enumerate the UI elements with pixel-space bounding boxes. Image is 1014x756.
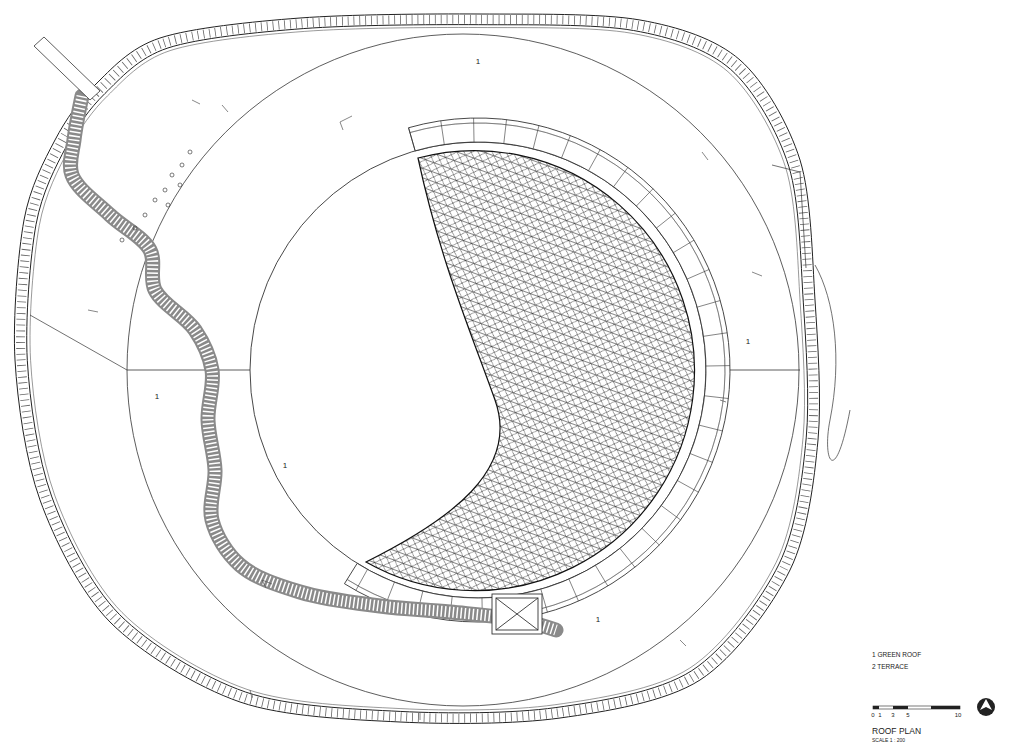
terrace-joint (661, 506, 680, 520)
railing-inner (27, 25, 808, 713)
roof-edge (30, 27, 805, 710)
tree-mark (188, 150, 192, 154)
planting-strip (70, 96, 556, 630)
terrace-joint (589, 150, 601, 171)
callout-number: 1 (283, 462, 287, 470)
skylight-frame (492, 594, 542, 634)
terrace-band (344, 118, 730, 622)
callout-number: 1 (596, 616, 600, 624)
site-line (815, 265, 850, 460)
scale-bar (873, 706, 960, 709)
site-lines (772, 165, 850, 460)
bridge (34, 37, 100, 100)
tree-mark (153, 198, 157, 202)
roof-circle (127, 34, 799, 706)
scale-number: 0 (871, 712, 874, 718)
terrace-joint (642, 528, 659, 545)
axis-line (127, 370, 250, 371)
tree-mark (133, 226, 137, 230)
terrace-band-line (347, 123, 725, 617)
terrace-joint (673, 240, 694, 252)
scale-bar-fill (931, 706, 960, 709)
scale-note: SCALE 1 : 200 (872, 738, 905, 743)
roof-outline (14, 14, 819, 724)
terrace-joint (356, 569, 368, 590)
tree-mark (166, 203, 170, 207)
tree-mark (143, 213, 147, 217)
north-arrow-head (980, 699, 992, 710)
terrace-joint (562, 136, 571, 158)
callout-number: 1 (746, 338, 750, 346)
terrace-joint (705, 396, 729, 399)
courtyard-circle (250, 142, 706, 598)
gridshell-dome (366, 151, 695, 591)
terrace-joint (656, 213, 675, 228)
scale-bar-frame (873, 706, 960, 709)
planting-dots (70, 96, 556, 630)
drawing-title: ROOF PLAN (872, 727, 921, 736)
scale-number: 10 (955, 712, 962, 718)
terrace-joint (677, 481, 698, 493)
railing-posts (21, 19, 814, 718)
terrace-joint (441, 121, 445, 145)
north-arrow-disc (977, 698, 995, 716)
slope-mark (88, 100, 762, 720)
terrace-joint (569, 579, 579, 601)
terrace-joint (636, 189, 653, 206)
tree-mark (163, 188, 167, 192)
callout-number: 1 (476, 58, 480, 66)
terrace-joint (690, 454, 712, 463)
tree-mark (120, 238, 124, 242)
skylight-cross (496, 598, 538, 630)
skylight-frame (496, 598, 538, 630)
bridge-deck (34, 37, 100, 100)
scale-bar-fill (893, 706, 908, 709)
railing-outer (14, 14, 819, 724)
terrace-joint (620, 548, 635, 567)
callout-number: 1 (155, 393, 159, 401)
terrace-joint (699, 425, 722, 431)
scale-number: 1 (878, 712, 881, 718)
terrace-joint (409, 128, 416, 151)
skylight (492, 594, 542, 634)
tree-mark (178, 183, 182, 187)
tree-marks (120, 150, 192, 242)
terrace-joint (706, 365, 730, 366)
axis-line (30, 315, 127, 370)
terrace-joint (697, 301, 720, 308)
key-note: 1 GREEN ROOF (872, 652, 921, 659)
scale-number: 5 (906, 712, 909, 718)
site-line (772, 165, 806, 268)
terrace-joint (687, 270, 709, 280)
key-note: 2 TERRACE (872, 664, 908, 671)
tree-mark (170, 173, 174, 177)
slope-marks (88, 100, 762, 720)
scale-bar-fill (873, 706, 879, 709)
north-arrow (977, 698, 995, 716)
terrace-joint (595, 565, 607, 586)
tree-mark (180, 163, 184, 167)
scale-number: 3 (891, 712, 894, 718)
terrace-band-outline (344, 118, 730, 622)
terrace-joint (614, 167, 628, 186)
terrace-joint (504, 120, 507, 144)
terrace-joint (473, 118, 474, 142)
terrace-joint (533, 125, 539, 148)
terrace-joint (703, 333, 727, 337)
